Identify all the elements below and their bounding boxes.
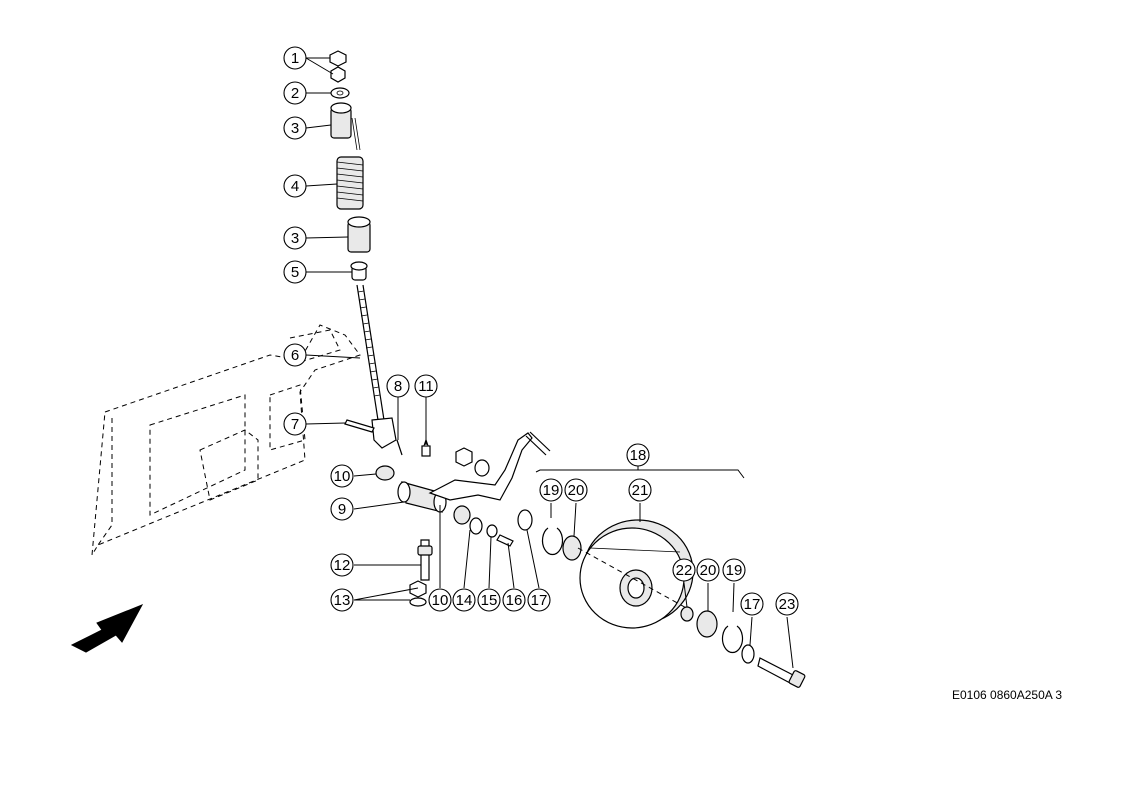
callout-20: 20 xyxy=(696,558,720,582)
callout-10: 10 xyxy=(330,464,354,488)
bolt-16 xyxy=(496,534,514,547)
callout-7: 7 xyxy=(283,412,307,436)
callout-label: 19 xyxy=(726,562,743,579)
leader-lines xyxy=(305,57,794,669)
callout-1: 1 xyxy=(283,46,307,70)
tension-arm xyxy=(428,431,551,501)
bolt-12 xyxy=(417,539,433,581)
callout-2: 2 xyxy=(283,81,307,105)
bushing-left xyxy=(375,465,395,481)
callout-label: 4 xyxy=(291,178,299,195)
callout-19: 19 xyxy=(722,558,746,582)
callout-label: 17 xyxy=(744,596,761,613)
arrow-icon xyxy=(70,604,144,653)
callout-3: 3 xyxy=(283,226,307,250)
spring-retainer-bottom xyxy=(347,216,371,253)
callout-23: 23 xyxy=(775,592,799,616)
callout-label: 6 xyxy=(291,347,299,364)
callout-label: 17 xyxy=(531,592,548,609)
bushing-right xyxy=(453,505,471,525)
pin-7 xyxy=(344,419,375,433)
callout-label: 10 xyxy=(334,468,351,485)
callout-16: 16 xyxy=(502,588,526,612)
callout-label: 11 xyxy=(418,378,434,395)
callout-17: 17 xyxy=(527,588,551,612)
washer-17 xyxy=(517,509,533,531)
bolt-23 xyxy=(757,657,806,688)
washer-15 xyxy=(486,524,498,538)
callout-label: 19 xyxy=(543,482,560,499)
bearing-right xyxy=(696,610,718,638)
nut-and-washer xyxy=(455,447,490,477)
callout-label: 1 xyxy=(291,50,299,67)
callout-4: 4 xyxy=(283,174,307,198)
callout-12: 12 xyxy=(330,553,354,577)
spacer-22 xyxy=(680,606,694,622)
callout-10: 10 xyxy=(428,588,452,612)
nut-13 xyxy=(409,580,427,607)
callout-label: 16 xyxy=(506,592,523,609)
callout-21: 21 xyxy=(628,478,652,502)
threaded-rod xyxy=(356,284,397,449)
callout-6: 6 xyxy=(283,343,307,367)
callout-label: 13 xyxy=(334,592,351,609)
callout-label: 20 xyxy=(700,562,717,579)
callout-label: 7 xyxy=(291,416,299,433)
reference-code: E0106 0860A250A 3 xyxy=(952,688,1063,702)
callout-label: 14 xyxy=(456,592,473,609)
callout-label: 23 xyxy=(779,596,796,613)
group-bracket xyxy=(535,469,745,479)
callout-label: 3 xyxy=(291,120,299,137)
callout-label: 15 xyxy=(481,592,498,609)
callout-label: 5 xyxy=(291,264,299,281)
callout-label: 21 xyxy=(632,482,649,499)
mounting-frame xyxy=(91,324,361,556)
callout-18: 18 xyxy=(626,443,650,467)
callout-label: 12 xyxy=(334,557,351,574)
callout-label: 18 xyxy=(630,447,647,464)
callout-3: 3 xyxy=(283,116,307,140)
washer-part xyxy=(330,87,350,99)
v-belt-pulley xyxy=(577,519,694,629)
callout-22: 22 xyxy=(672,558,696,582)
callout-label: 8 xyxy=(394,378,402,395)
callout-label: 20 xyxy=(568,482,585,499)
callout-label: 10 xyxy=(432,592,449,609)
washer-14 xyxy=(469,517,483,535)
bushing-part xyxy=(350,261,368,281)
compression-spring xyxy=(336,156,364,210)
callout-15: 15 xyxy=(477,588,501,612)
circlip-right xyxy=(721,625,744,654)
nut-parts xyxy=(329,50,347,83)
callout-20: 20 xyxy=(564,478,588,502)
pivot-sleeve xyxy=(397,481,447,513)
callout-13: 13 xyxy=(330,588,354,612)
pin-8 xyxy=(396,439,403,456)
callout-5: 5 xyxy=(283,260,307,284)
callout-11: 11 xyxy=(414,374,438,398)
callout-label: 9 xyxy=(338,501,346,518)
callout-label: 22 xyxy=(676,562,693,579)
callout-8: 8 xyxy=(386,374,410,398)
washer-17-right xyxy=(741,644,755,664)
callout-17: 17 xyxy=(740,592,764,616)
spring-retainer-top xyxy=(330,102,361,151)
callout-9: 9 xyxy=(330,497,354,521)
callout-label: 3 xyxy=(291,230,299,247)
circlip-left xyxy=(541,527,564,556)
callout-label: 2 xyxy=(291,85,299,102)
callout-14: 14 xyxy=(452,588,476,612)
bearing-left xyxy=(562,535,582,561)
callout-19: 19 xyxy=(539,478,563,502)
